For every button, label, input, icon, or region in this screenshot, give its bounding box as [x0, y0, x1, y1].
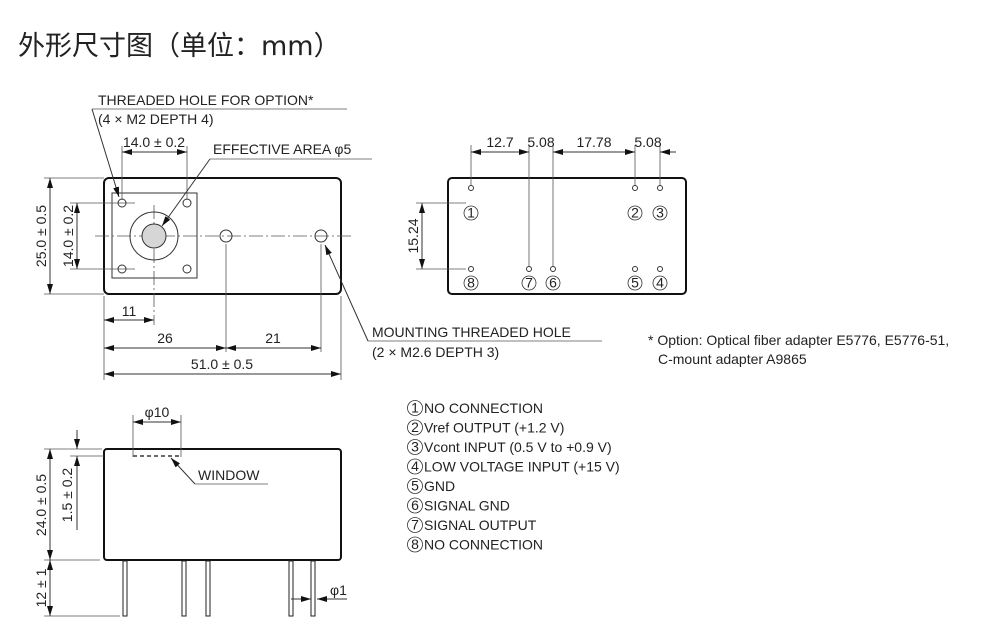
dim-pitch: 5.08: [634, 134, 661, 150]
dim-window-depth: 1.5 ± 0.2: [59, 468, 75, 523]
effective-area: [141, 223, 167, 249]
pin-lead: [181, 560, 187, 617]
pin-function: SIGNAL OUTPUT: [424, 517, 537, 533]
pin-hole: [550, 266, 556, 272]
pin-marker: 6: [545, 275, 561, 291]
pin-number: 4: [656, 275, 664, 291]
pin-hole: [632, 266, 638, 272]
pin-number: 1: [411, 400, 419, 416]
window-label: WINDOW: [198, 467, 260, 483]
pin-marker: 5: [627, 275, 643, 291]
pin-number: 1: [467, 205, 475, 221]
pin-function: NO CONNECTION: [424, 400, 543, 416]
pin-number: 2: [631, 205, 639, 221]
pin-marker: 7: [521, 275, 537, 291]
option-note-line2: C-mount adapter A9865: [658, 351, 807, 367]
threaded-hole-spec: (4 × M2 DEPTH 4): [98, 111, 214, 127]
pin-lead: [205, 560, 211, 617]
mounting-hole-label: MOUNTING THREADED HOLE: [372, 324, 571, 340]
pin-function: GND: [424, 478, 455, 494]
pin-marker: 8: [463, 275, 479, 291]
threaded-holes: [117, 198, 192, 274]
top-view: 14.0 ± 0.2 25.0 ± 0.5 14.0 ± 0.2 11 26 2…: [33, 92, 602, 380]
pin-number: 2: [411, 419, 419, 435]
pin-number: 6: [549, 275, 557, 291]
mounting-hole-spec: (2 × M2.6 DEPTH 3): [372, 344, 499, 360]
pin-hole: [657, 266, 663, 272]
pin-list-item: 2 Vref OUTPUT (+1.2 V): [407, 419, 564, 436]
dim-pin-length: 12 ± 1: [33, 568, 49, 607]
pin-number: 3: [656, 205, 664, 221]
dim-hole-pitch-v: 14.0 ± 0.2: [60, 205, 76, 267]
side-view: φ10 WINDOW 24.0 ± 0.5 12 ± 1 1.5 ± 0.2 φ…: [33, 404, 347, 617]
pin-function: SIGNAL GND: [424, 498, 510, 514]
dim-window-dia: φ10: [145, 404, 170, 420]
pin-assignment-list: 1 NO CONNECTION 2 Vref OUTPUT (+1.2 V) 3 Vcon…: [407, 400, 620, 553]
mounting-hole: [314, 229, 328, 243]
module-body-side: [103, 448, 342, 561]
pin-function: Vcont INPUT (0.5 V to +0.9 V): [424, 439, 612, 455]
pin-lead: [122, 560, 128, 617]
pin-hole: [526, 266, 532, 272]
pin-hole: [657, 185, 663, 191]
dim-21: 21: [265, 330, 281, 346]
window-ring: [129, 211, 179, 261]
pin-hole: [468, 266, 474, 272]
pin-number: 7: [411, 517, 419, 533]
pin-function: LOW VOLTAGE INPUT (+15 V): [424, 459, 620, 475]
effective-area-label: EFFECTIVE AREA φ5: [213, 141, 351, 157]
page-title: 外形尺寸图（单位：mm）: [18, 31, 341, 62]
module-body-bottom: [447, 177, 687, 295]
pin-list-item: 7 SIGNAL OUTPUT: [407, 517, 537, 533]
pin-lead: [288, 560, 294, 617]
dim-pin-row-spacing: 15.24: [405, 218, 421, 253]
pin-number: 3: [411, 439, 419, 455]
dim-hole-pitch-h: 14.0 ± 0.2: [123, 134, 185, 150]
pin-number: 4: [411, 458, 419, 474]
threaded-hole-label: THREADED HOLE FOR OPTION*: [98, 92, 314, 108]
adapter-mount-square: [111, 192, 198, 279]
pin-number: 8: [467, 275, 475, 291]
pin-number: 6: [411, 497, 419, 513]
dim-pin-dia: φ1: [330, 582, 347, 598]
dim-height: 25.0 ± 0.5: [33, 205, 49, 267]
option-note-line1: * Option: Optical fiber adapter E5776, E…: [648, 332, 949, 348]
pin-number: 5: [411, 478, 419, 494]
pin-number: 7: [525, 275, 533, 291]
pin-list-item: 4 LOW VOLTAGE INPUT (+15 V): [407, 458, 620, 475]
pin-function: Vref OUTPUT (+1.2 V): [424, 420, 564, 436]
dim-pitch: 12.7: [486, 134, 513, 150]
dim-pitch: 5.08: [527, 134, 554, 150]
mounting-hole: [219, 229, 233, 243]
pin-marker: 2: [627, 205, 643, 221]
pin-list-item: 8 NO CONNECTION: [407, 536, 543, 553]
pin-list-item: 3 Vcont INPUT (0.5 V to +0.9 V): [407, 439, 612, 455]
pin-list-item: 1 NO CONNECTION: [407, 400, 543, 416]
pin-marker: 4: [652, 275, 668, 291]
dim-body-height: 24.0 ± 0.5: [33, 474, 49, 536]
pin-list-item: 6 SIGNAL GND: [407, 497, 510, 514]
pin-list-item: 5 GND: [407, 478, 455, 494]
pin-number: 8: [411, 536, 419, 552]
dim-width: 51.0 ± 0.5: [191, 356, 253, 372]
dim-pitch: 17.78: [576, 134, 611, 150]
dim-26: 26: [157, 330, 173, 346]
pin-hole: [468, 185, 474, 191]
pin-hole: [632, 185, 638, 191]
dim-11: 11: [122, 303, 137, 319]
pin-marker: 3: [652, 205, 668, 221]
pin-marker: 1: [463, 205, 479, 221]
pin-lead: [310, 560, 316, 617]
pin-function: NO CONNECTION: [424, 537, 543, 553]
pin-number: 5: [631, 275, 639, 291]
